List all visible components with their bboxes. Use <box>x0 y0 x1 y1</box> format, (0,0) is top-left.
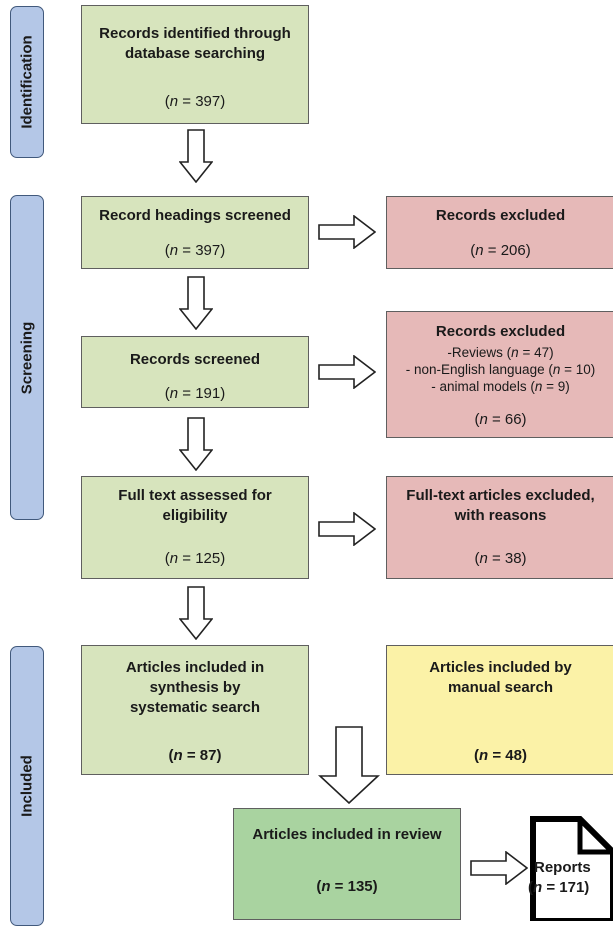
reason-language: - non-English language (n = 10) <box>405 362 596 377</box>
box-title: Records excluded <box>435 207 566 224</box>
records-screened-box: Records screened (n = 191) <box>81 336 309 408</box>
arrow-down-icon <box>179 417 213 471</box>
arrow-down-icon <box>179 129 213 183</box>
box-title: Articles included in synthesis by system… <box>125 659 265 716</box>
phase-label: Identification <box>18 35 36 129</box>
phase-included: Included <box>10 646 44 926</box>
arrow-right-icon <box>318 215 376 249</box>
phase-label: Screening <box>18 321 36 394</box>
records-excluded-box: Records excluded (n = 206) <box>386 196 613 269</box>
phase-label: Included <box>18 755 36 817</box>
review-box: Articles included in review (n = 135) <box>233 808 461 920</box>
box-count: (n = 397) <box>164 93 226 110</box>
reason-animal-models: - animal models (n = 9) <box>431 379 570 394</box>
box-count: (n = 66) <box>474 411 527 428</box>
reports-label: Reports <box>534 859 591 876</box>
arrow-down-icon <box>179 276 213 330</box>
box-title: Records excluded <box>435 323 566 340</box>
box-count: (n = 38) <box>474 550 527 567</box>
arrow-right-icon <box>318 355 376 389</box>
box-count: (n = 87) <box>168 747 222 764</box>
manual-search-box: Articles included by manual search (n = … <box>386 645 613 775</box>
box-title: Full-text articles excluded, with reason… <box>406 487 595 524</box>
reports-count: (n = 171) <box>528 879 590 896</box>
phase-identification: Identification <box>10 6 44 158</box>
arrow-right-icon <box>318 512 376 546</box>
synthesis-box: Articles included in synthesis by system… <box>81 645 309 775</box>
document-icon <box>530 816 613 921</box>
box-title: Records screened <box>129 351 261 368</box>
box-title: Articles included in review <box>252 826 442 843</box>
box-count: (n = 135) <box>316 878 378 895</box>
arrow-right-icon <box>470 851 528 885</box>
full-text-excluded-box: Full-text articles excluded, with reason… <box>386 476 613 579</box>
box-title: Full text assessed for eligibility <box>118 487 272 524</box>
box-count: (n = 191) <box>164 385 226 402</box>
arrow-down-icon <box>179 586 213 640</box>
phase-screening: Screening <box>10 195 44 520</box>
box-count: (n = 206) <box>470 242 531 259</box>
reason-reviews: -Reviews (n = 47) <box>447 345 554 360</box>
identified-box: Records identified through database sear… <box>81 5 309 124</box>
box-count: (n = 397) <box>164 242 226 259</box>
full-text-box: Full text assessed for eligibility (n = … <box>81 476 309 579</box>
box-count: (n = 125) <box>164 550 226 567</box>
box-count: (n = 48) <box>474 747 527 764</box>
merge-arrow-icon <box>318 726 380 804</box>
box-title: Record headings screened <box>99 207 291 224</box>
records-excluded-reasons-box: Records excluded -Reviews (n = 47) - non… <box>386 311 613 438</box>
box-title: Records identified through database sear… <box>99 25 291 62</box>
box-title: Articles included by manual search <box>429 659 572 696</box>
headings-screened-box: Record headings screened (n = 397) <box>81 196 309 269</box>
